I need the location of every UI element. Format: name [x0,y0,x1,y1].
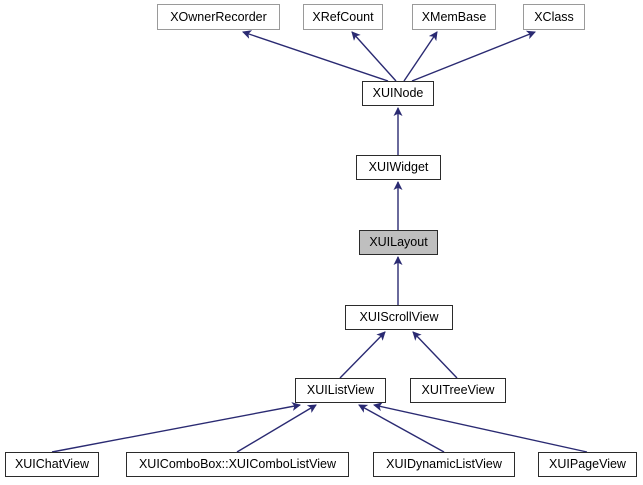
class-node-label: XUIListView [306,383,375,398]
class-node-label: XMemBase [421,9,487,24]
class-node-label: XUIScrollView [359,310,439,325]
class-node-label: XUIComboBox::XUIComboListView [138,457,337,472]
class-node-label: XClass [534,9,574,24]
class-node-xuinode[interactable]: XUINode [362,81,434,106]
class-node-label: XUIWidget [368,160,429,175]
class-node-label: XOwnerRecorder [170,9,267,24]
class-node-xmembase[interactable]: XMemBase [412,4,496,30]
class-node-xownerrecorder[interactable]: XOwnerRecorder [157,4,280,30]
inheritance-arrow [403,31,438,82]
class-node-label: XUIPageView [549,457,626,472]
class-node-xuilayout[interactable]: XUILayout [359,230,438,255]
class-node-label: XUIChatView [14,457,90,472]
class-node-xuitreeview[interactable]: XUITreeView [410,378,506,403]
inheritance-arrow [339,331,386,379]
class-node-label: XUITreeView [421,383,495,398]
class-node-label: XUINode [372,86,424,101]
inheritance-arrow [412,331,458,379]
class-node-xrefcount[interactable]: XRefCount [303,4,383,30]
class-node-xuiscrollview[interactable]: XUIScrollView [345,305,453,330]
class-node-xuiwidget[interactable]: XUIWidget [356,155,441,180]
class-node-xuichatview[interactable]: XUIChatView [5,452,99,477]
class-node-xuilistview[interactable]: XUIListView [295,378,386,403]
class-node-label: XRefCount [312,9,374,24]
class-node-xclass[interactable]: XClass [523,4,585,30]
class-node-xuicombobox-xuicombolistview[interactable]: XUIComboBox::XUIComboListView [126,452,349,477]
class-node-label: XUIDynamicListView [386,457,502,472]
inheritance-arrow [236,404,317,453]
class-node-xuidynamiclistview[interactable]: XUIDynamicListView [373,452,515,477]
inheritance-arrow [411,30,536,82]
inheritance-arrow [358,404,445,453]
inheritance-arrow [51,402,301,453]
class-node-xuipageview[interactable]: XUIPageView [538,452,637,477]
inheritance-arrow [242,30,389,82]
inheritance-arrow [373,402,588,453]
class-node-label: XUILayout [369,235,428,250]
inheritance-arrow [351,31,397,82]
